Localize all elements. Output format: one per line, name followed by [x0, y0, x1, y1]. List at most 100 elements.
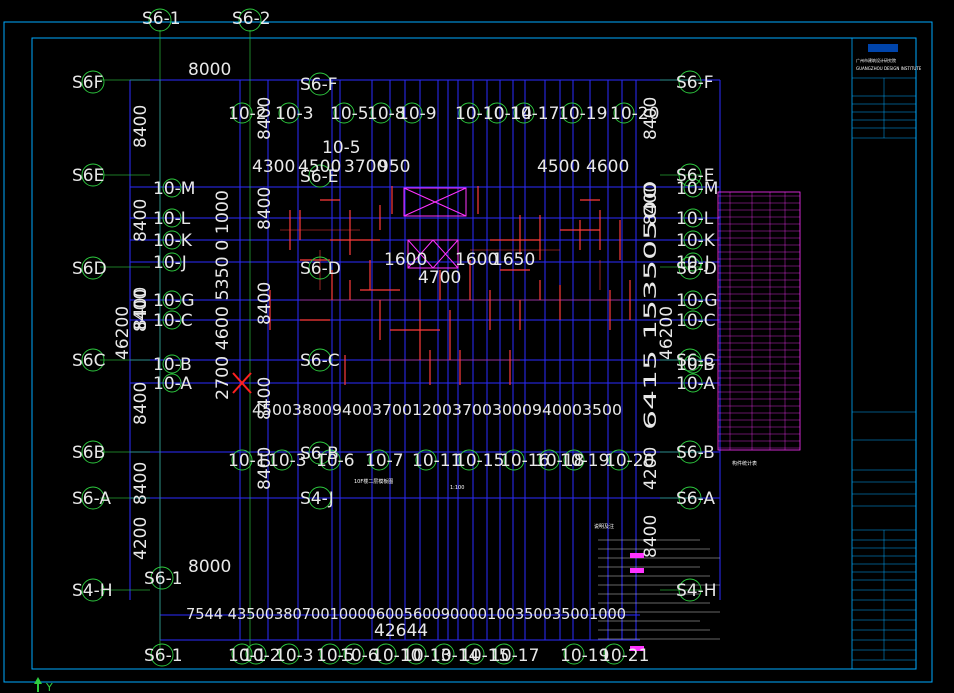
axis-bubble — [148, 8, 172, 32]
dim-inner-left-span: 8400 — [255, 187, 275, 230]
dim-left-span: 8400 — [131, 289, 151, 332]
axis-bubble — [368, 449, 390, 471]
axis-bubble — [81, 256, 105, 280]
dim-right-span: 8400 — [641, 182, 661, 225]
mid-grid-label: 10-19 — [560, 451, 609, 471]
company-logo — [868, 44, 898, 52]
dim-upper-right: 4500 — [537, 157, 580, 177]
axis-bubble — [401, 102, 423, 124]
axis-bubble — [405, 643, 427, 665]
axis-bubble — [162, 310, 182, 330]
inner-right-axis-label: 10-L — [676, 209, 714, 229]
axis-bubble — [683, 230, 703, 250]
axis-bubble — [231, 102, 253, 124]
axis-lines-green — [100, 30, 700, 660]
inner-left-axis-label: 10-B — [153, 355, 192, 375]
axis-bubble — [319, 449, 341, 471]
axis-bubble — [683, 354, 703, 374]
axis-bubble — [308, 486, 332, 510]
inner-right-axis-label: 10-C — [676, 311, 716, 331]
inner-right-axis-label: 10-B — [676, 355, 715, 375]
top-grid-label: 10-5 — [330, 104, 369, 124]
ucs-y-label: Y — [45, 681, 53, 693]
bottom-grid-label: 10-2 — [242, 646, 281, 666]
right-axis-label: S4-H — [676, 581, 717, 601]
axis-bubble — [278, 102, 300, 124]
axis-label-s6-1-mid: S6-1 — [144, 569, 183, 589]
axis-bubble — [162, 354, 182, 374]
inner-left-axis-label: 10-L — [153, 209, 191, 229]
bottom-grid-label: 10-3 — [275, 646, 314, 666]
top-grid-label: 10-2 — [228, 104, 267, 124]
axis-bubble — [458, 102, 480, 124]
mid-grid-label: 10-16 — [500, 451, 549, 471]
right-axis-label: S6-F — [676, 73, 714, 93]
axis-bubble — [308, 72, 332, 96]
axis-bubble — [162, 230, 182, 250]
axis-bubble — [608, 449, 630, 471]
axis-bubble — [683, 252, 703, 272]
dim-left-span: 8400 — [131, 199, 151, 242]
dim-upper-mid2: 950 — [378, 157, 410, 177]
axis-bubble — [238, 8, 262, 32]
dim-inner-left-span: 8400 — [255, 97, 275, 140]
dim-core-mid: 4700 — [418, 268, 461, 288]
axis-bubble — [415, 449, 437, 471]
dim-left-span: 8400 — [131, 382, 151, 425]
axis-bubble — [486, 102, 508, 124]
right-axis-label: S6-D — [676, 259, 717, 279]
ucs-icon: Y — [34, 677, 53, 693]
left-axis-label: S6-A — [72, 489, 111, 509]
bottom-grid-label: 10-15 — [460, 646, 509, 666]
dim-core-left: 1600 — [384, 250, 427, 270]
dim-core-right2: 1650 — [492, 250, 535, 270]
bottom-grid-label: 10-10 — [372, 646, 421, 666]
core-openings — [403, 187, 467, 269]
axis-bubble — [81, 70, 105, 94]
dim-total-width: 42644 — [374, 621, 428, 641]
top-grid-label: 10-9 — [398, 104, 437, 124]
axis-bubble — [493, 643, 515, 665]
mid-grid-label: 10-18 — [535, 451, 584, 471]
dim-upper-left2: 4500 — [298, 157, 341, 177]
axis-bubble — [231, 643, 253, 665]
center-axis-label: S4-J — [300, 489, 334, 509]
axis-bubble — [513, 102, 535, 124]
center-axis-label: S6-C — [300, 351, 340, 371]
svg-text:广州市建筑设计研究院: 广州市建筑设计研究院 — [856, 57, 896, 63]
axis-bubble — [613, 102, 635, 124]
mid-grid-label: 10-3 — [268, 451, 307, 471]
axis-bubble — [678, 578, 702, 602]
inner-left-axis-label: 10-M — [153, 179, 195, 199]
dim-left-span: 8400 — [131, 462, 151, 505]
mid-grid-label: 10-1 — [228, 451, 267, 471]
axis-bubble — [683, 208, 703, 228]
axis-bubble — [81, 578, 105, 602]
left-axis-label: S6D — [72, 259, 107, 279]
axis-bubble — [308, 348, 332, 372]
top-grid-label: 10-17 — [510, 104, 559, 124]
bottom-grid-label: 10-5 — [316, 646, 355, 666]
dim-top-width: 8000 — [188, 60, 231, 80]
axis-bubble — [678, 70, 702, 94]
bottom-grid-label: 10-21 — [600, 646, 649, 666]
title-block: 广州市建筑设计研究院 GUANGZHOU DESIGN INSTITUTE — [851, 37, 922, 670]
dim-right-col-string: 6415 15350500 — [641, 180, 661, 430]
right-axis-label: S6-E — [676, 166, 714, 186]
top-grid-label: 10-20 — [610, 104, 659, 124]
component-table: 构件统计表 — [717, 191, 801, 467]
axis-bubble — [678, 163, 702, 187]
axis-bubble — [308, 256, 332, 280]
axis-bubble — [343, 643, 365, 665]
left-axis-label: S6E — [72, 166, 104, 186]
axis-bubble — [563, 449, 585, 471]
axis-bubble — [678, 256, 702, 280]
axis-bubble — [333, 102, 355, 124]
axis-bubble — [150, 643, 174, 667]
axis-bubble — [162, 373, 182, 393]
top-grid-label: 10-3 — [275, 104, 314, 124]
axis-bubble — [150, 566, 174, 590]
dim-upper-right2: 4600 — [586, 157, 629, 177]
